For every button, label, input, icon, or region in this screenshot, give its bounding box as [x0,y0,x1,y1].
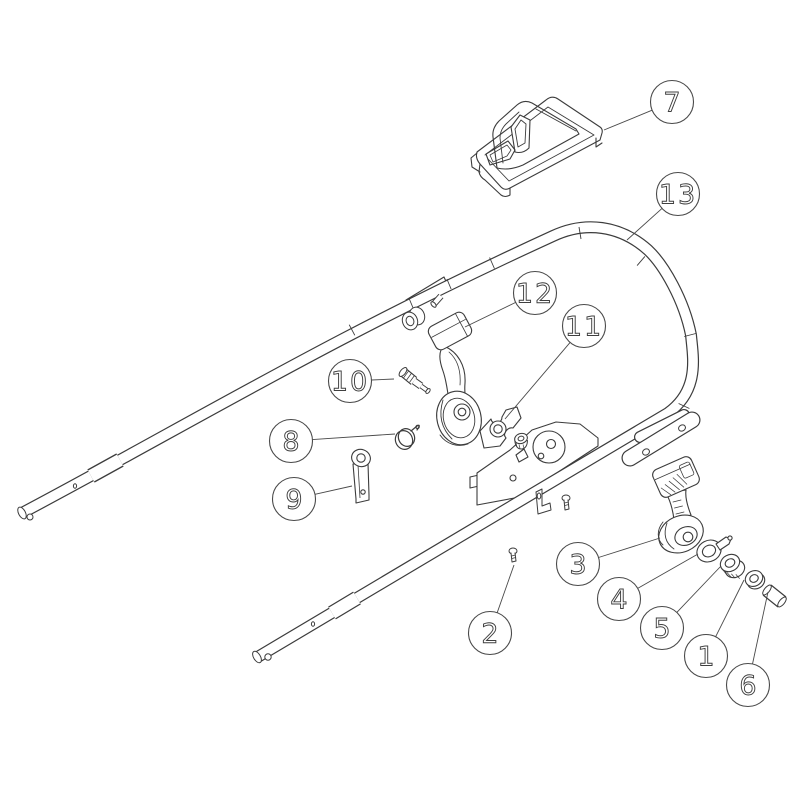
balloon-circle-5[interactable] [639,605,685,651]
balloon-label-1: 1 [697,642,714,673]
leader-line-13 [626,208,663,241]
balloon-label-4: 4 [610,585,627,616]
balloon-circle-9[interactable] [271,476,317,522]
callout-13[interactable]: 13 [626,171,701,241]
leader-line-8 [312,433,396,441]
screw-part-2 [508,547,518,563]
balloon-circle-2[interactable] [467,610,513,656]
bracket-tab [515,448,529,463]
torsion-spring-8 [394,424,420,450]
callout-9[interactable]: 9 [271,476,353,522]
spacer-pin-6 [762,584,787,608]
balloon-label-13: 13 [659,180,697,211]
ribbed-nut [514,432,528,450]
callout-10[interactable]: 10 [327,358,395,404]
threaded-bushing-5 [719,553,746,579]
tube-bend-marks [348,226,696,409]
tube-end-upper [17,506,27,520]
leader-line-3 [598,537,661,558]
callout-11[interactable]: 11 [504,303,607,420]
callout-4[interactable]: 4 [596,553,699,622]
leader-line-9 [314,485,353,495]
balloon-label-8: 8 [282,427,299,458]
balloon-circle-11[interactable] [561,303,607,349]
balloon-circle-8[interactable] [268,418,314,464]
control-lever-3 [652,456,704,554]
grommet [401,311,419,331]
handlebar-tube [17,221,699,664]
tube-collar-upper [87,453,124,483]
callout-6[interactable]: 6 [725,591,771,708]
balloon-label-12: 12 [516,279,554,310]
pivot-link-plates [621,409,701,467]
leader-line-2 [496,564,515,613]
leader-line-7 [603,109,653,131]
balloon-circle-7[interactable] [649,79,695,125]
lever3-hub [657,514,704,554]
tube-collar-lower [328,591,361,620]
control-panel-cover [470,96,603,198]
callout-12[interactable]: 12 [464,270,558,328]
callout-7[interactable]: 7 [603,79,695,131]
leader-line-5 [676,565,722,613]
tube-hole [310,621,316,627]
leader-line-11 [504,342,571,420]
tube-end-upper-pin [26,513,34,521]
clamp-peg [430,301,437,308]
leader-line-6 [752,591,769,665]
leader-line-10 [371,378,395,381]
balloon-circle-1[interactable] [683,633,729,679]
pivot-pin-10 [398,367,431,394]
lever12-knob [427,311,473,351]
leader-line-4 [637,553,699,589]
balloon-label-11: 11 [565,312,603,343]
control-lever-12 [427,311,482,446]
bracket-boss [532,430,566,464]
balloon-label-3: 3 [569,550,586,581]
balloon-label-2: 2 [481,619,498,650]
callout-5[interactable]: 5 [639,565,722,651]
lever3-knob [652,456,700,498]
hanging-bracket-tab [535,488,552,515]
washer-1 [744,570,766,590]
balloon-circle-4[interactable] [596,576,642,622]
callout-1[interactable]: 1 [683,579,745,679]
balloon-label-5: 5 [653,614,670,645]
balloon-circle-13[interactable] [655,171,701,217]
tab-washer-4 [696,535,733,563]
lever12-cam-hub [436,390,482,446]
link-arm-9 [351,448,371,504]
balloon-circle-3[interactable] [555,541,601,587]
detent-plate-11 [479,406,522,449]
balloon-label-7: 7 [663,88,680,119]
leader-line-1 [715,579,745,638]
screw-small [561,494,571,511]
tube-hole [72,483,78,489]
balloon-label-10: 10 [331,367,369,398]
balloon-circle-6[interactable] [725,662,771,708]
leader-line-12 [464,301,516,328]
balloon-label-6: 6 [739,671,756,702]
balloon-label-9: 9 [285,485,302,516]
callout-3[interactable]: 3 [555,537,661,587]
balloon-circle-10[interactable] [327,358,373,404]
lever3-arm [665,489,692,521]
callout-8[interactable]: 8 [268,418,396,464]
tube-end-lower-pin [264,653,272,661]
callout-2[interactable]: 2 [467,564,515,656]
tube-end-lower [252,650,262,664]
balloon-circle-12[interactable] [512,270,558,316]
